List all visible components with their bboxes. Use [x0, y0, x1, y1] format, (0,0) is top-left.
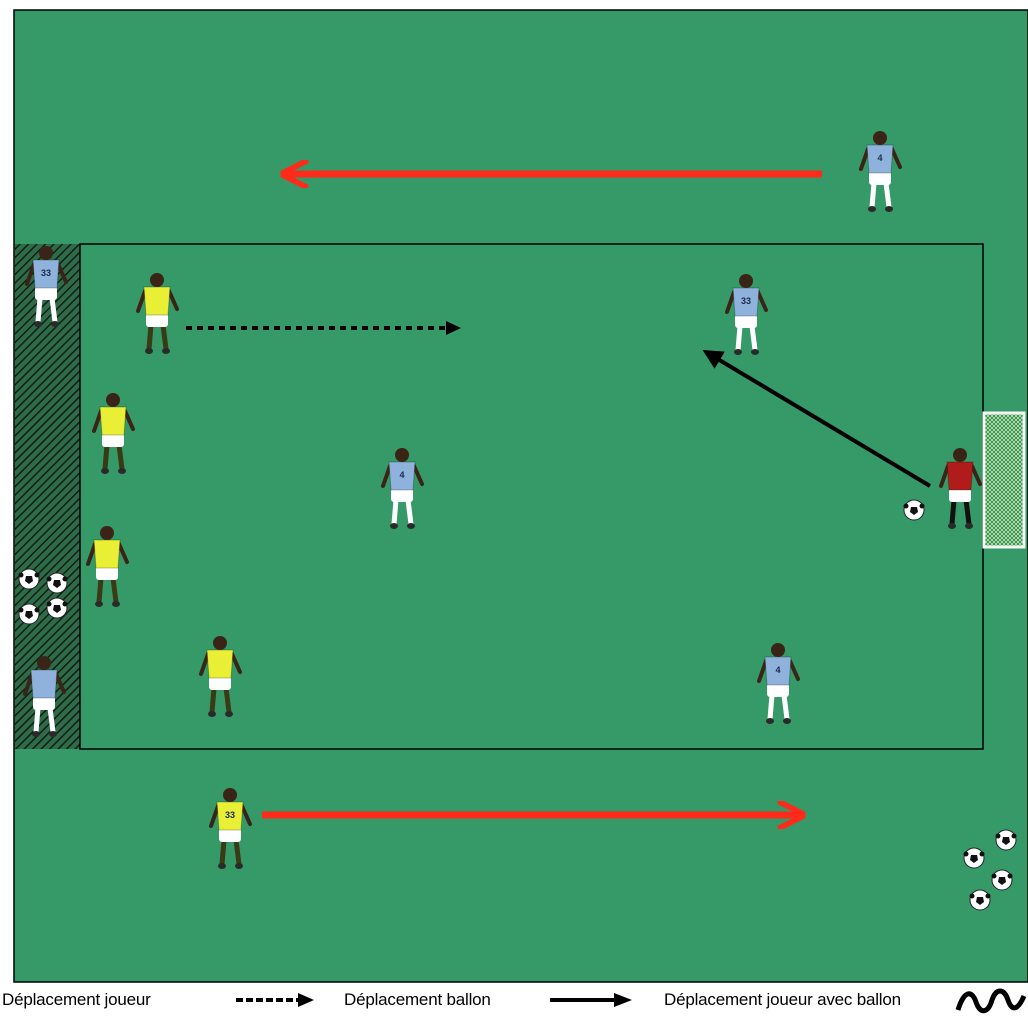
solid-arrow-icon [548, 992, 634, 1008]
player-number: 4 [877, 153, 882, 163]
ball-icon [964, 848, 985, 868]
ball-icon [19, 569, 40, 589]
ball-icon [996, 830, 1017, 850]
dashed-arrow-icon [234, 992, 316, 1008]
ball-icon [47, 573, 68, 593]
legend-player-with-ball-label: Déplacement joueur avec ballon [664, 990, 901, 1010]
player-number: 33 [225, 810, 235, 820]
player-number: 33 [41, 268, 51, 278]
legend: Déplacement joueur Déplacement ballon Dé… [0, 982, 1028, 1018]
ball-icon [904, 500, 925, 520]
legend-player-move-label: Déplacement joueur [2, 990, 151, 1010]
player-number: 4 [775, 665, 780, 675]
ball-icon [19, 604, 40, 624]
legend-ball-move-label: Déplacement ballon [344, 990, 491, 1010]
ball-icon [47, 598, 68, 618]
player-number: 4 [399, 470, 404, 480]
goal-icon [984, 413, 1024, 547]
player-number: 33 [741, 296, 751, 306]
zigzag-dribble-icon [954, 988, 1026, 1014]
ball-icon [992, 870, 1013, 890]
ball-icon [970, 890, 991, 910]
